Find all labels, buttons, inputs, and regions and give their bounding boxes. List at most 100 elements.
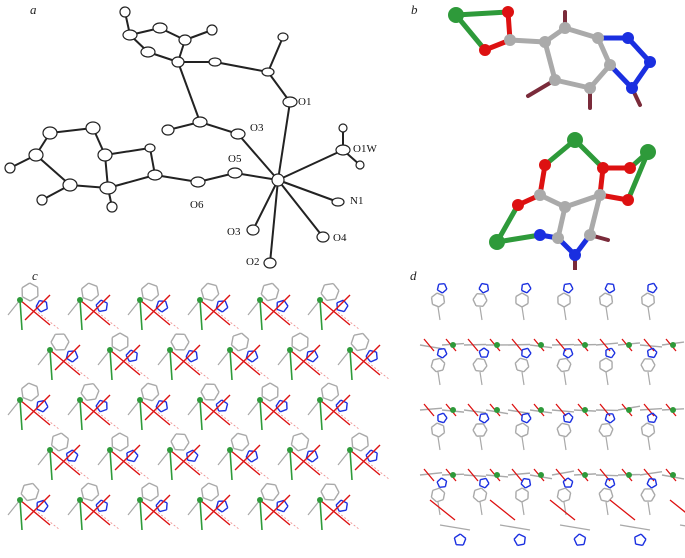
packing-bond: [641, 422, 648, 429]
packing-bond: [478, 288, 484, 294]
packing-bond: [647, 501, 651, 516]
packing-bond: [259, 399, 263, 431]
packing-bond: [320, 491, 326, 500]
packing-bond: [515, 292, 523, 298]
packing-bond: [199, 399, 203, 431]
packing-bond: [187, 299, 201, 316]
packing-bond: [260, 293, 269, 302]
packing-bond: [515, 487, 523, 492]
packing-bond: [598, 487, 605, 494]
packing-bond: [558, 487, 566, 492]
packing-bond: [204, 394, 231, 421]
packing-bond: [472, 293, 478, 300]
packing-metal-node: [47, 447, 53, 453]
packing-bond: [437, 371, 441, 386]
packing-bond: [213, 391, 220, 401]
packing-bond: [229, 349, 261, 376]
packing-bond: [260, 483, 268, 492]
packing-bond: [297, 447, 307, 452]
packing-bond: [432, 433, 440, 438]
panel-d-crystal-packing: [419, 282, 685, 547]
packing-bond: [610, 352, 616, 359]
packing-bond: [564, 420, 571, 424]
packing-bond: [266, 482, 276, 486]
packing-bond: [299, 332, 309, 339]
packing-bond: [95, 304, 100, 312]
packing-bond: [511, 468, 523, 482]
packing-bond: [604, 419, 611, 424]
packing-bond: [520, 414, 523, 421]
packing-bond: [478, 351, 482, 358]
packing-bond: [652, 347, 658, 353]
packing-bond: [67, 459, 76, 462]
packing-bond: [199, 299, 231, 326]
packing-bond: [339, 409, 347, 413]
packing-bond: [64, 359, 91, 381]
packing-bond: [259, 299, 291, 326]
packing-bond: [203, 297, 213, 302]
panel-b-bottom-fragment: [489, 132, 656, 270]
packing-bond: [576, 543, 585, 546]
packing-metal-node: [197, 497, 203, 503]
packing-bond: [606, 302, 613, 308]
packing-metal-node: [626, 472, 632, 478]
packing-bond: [634, 533, 642, 538]
packing-bond: [360, 445, 369, 452]
packing-bond: [608, 423, 614, 430]
packing-bond: [42, 406, 49, 413]
packing-bond: [365, 350, 371, 357]
packing-bond: [562, 348, 566, 355]
packing-bond: [320, 292, 328, 301]
packing-bond: [129, 359, 137, 363]
packing-bond: [336, 299, 344, 304]
packing-bond: [215, 501, 219, 509]
packing-bond: [234, 344, 261, 371]
packing-bond: [301, 432, 310, 440]
packing-bond: [337, 449, 351, 466]
packing-bond: [199, 499, 231, 526]
packing-bond: [19, 399, 23, 431]
packing-bond: [522, 412, 529, 416]
packing-bond: [598, 493, 602, 501]
packing-bond: [516, 369, 525, 373]
packing-bond: [143, 397, 153, 402]
packing-bond: [350, 334, 355, 344]
packing-bond: [439, 485, 446, 489]
packing-bond: [320, 284, 326, 294]
packing-bond: [50, 341, 57, 351]
packing-bond: [651, 358, 656, 366]
packing-bond: [567, 363, 572, 371]
packing-bond: [483, 293, 488, 301]
packing-bond: [598, 424, 603, 432]
packing-bond: [169, 449, 201, 476]
packing-bond: [200, 488, 204, 498]
packing-bond: [148, 282, 158, 287]
packing-bond: [294, 344, 321, 371]
packing-bond: [523, 366, 530, 373]
packing-bond: [483, 347, 490, 352]
packing-bond: [351, 432, 360, 439]
packing-bond: [194, 454, 199, 462]
packing-bond: [204, 294, 231, 321]
packing-bond: [105, 303, 108, 311]
packing-metal-node: [626, 342, 632, 348]
packing-bond: [144, 394, 171, 421]
packing-bond: [320, 483, 327, 492]
packing-bond: [215, 285, 220, 295]
packing-bond: [562, 477, 569, 483]
packing-bond: [514, 425, 518, 433]
packing-bond: [291, 345, 301, 352]
packing-bond: [514, 357, 521, 364]
packing-bond: [80, 489, 85, 499]
packing-bond: [521, 292, 529, 298]
packing-bond: [45, 301, 48, 309]
packing-bond: [485, 413, 490, 420]
packing-bond: [442, 363, 446, 371]
packing-bond: [646, 415, 650, 422]
packing-metal-node: [227, 447, 233, 453]
packing-bond: [90, 294, 99, 302]
packing-bond: [19, 499, 23, 531]
packing-bond: [306, 457, 313, 463]
packing-bond: [277, 449, 291, 466]
